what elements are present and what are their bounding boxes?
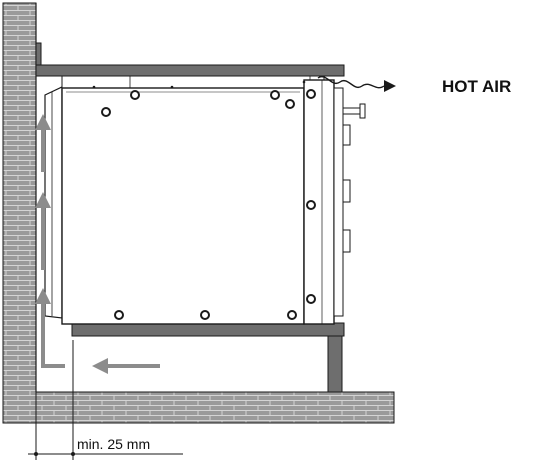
clearance-dimension bbox=[28, 340, 183, 460]
airflow-arrows bbox=[35, 114, 160, 374]
outdoor-unit bbox=[44, 75, 366, 325]
floor bbox=[35, 391, 395, 424]
screw-icon bbox=[101, 89, 316, 320]
hot-air-label: HOT AIR bbox=[442, 77, 511, 96]
clearance-label: min. 25 mm bbox=[77, 436, 150, 452]
wall bbox=[2, 2, 37, 424]
wavy-arrow-icon bbox=[317, 75, 396, 92]
base-support bbox=[71, 322, 345, 393]
top-bracket bbox=[35, 42, 345, 77]
